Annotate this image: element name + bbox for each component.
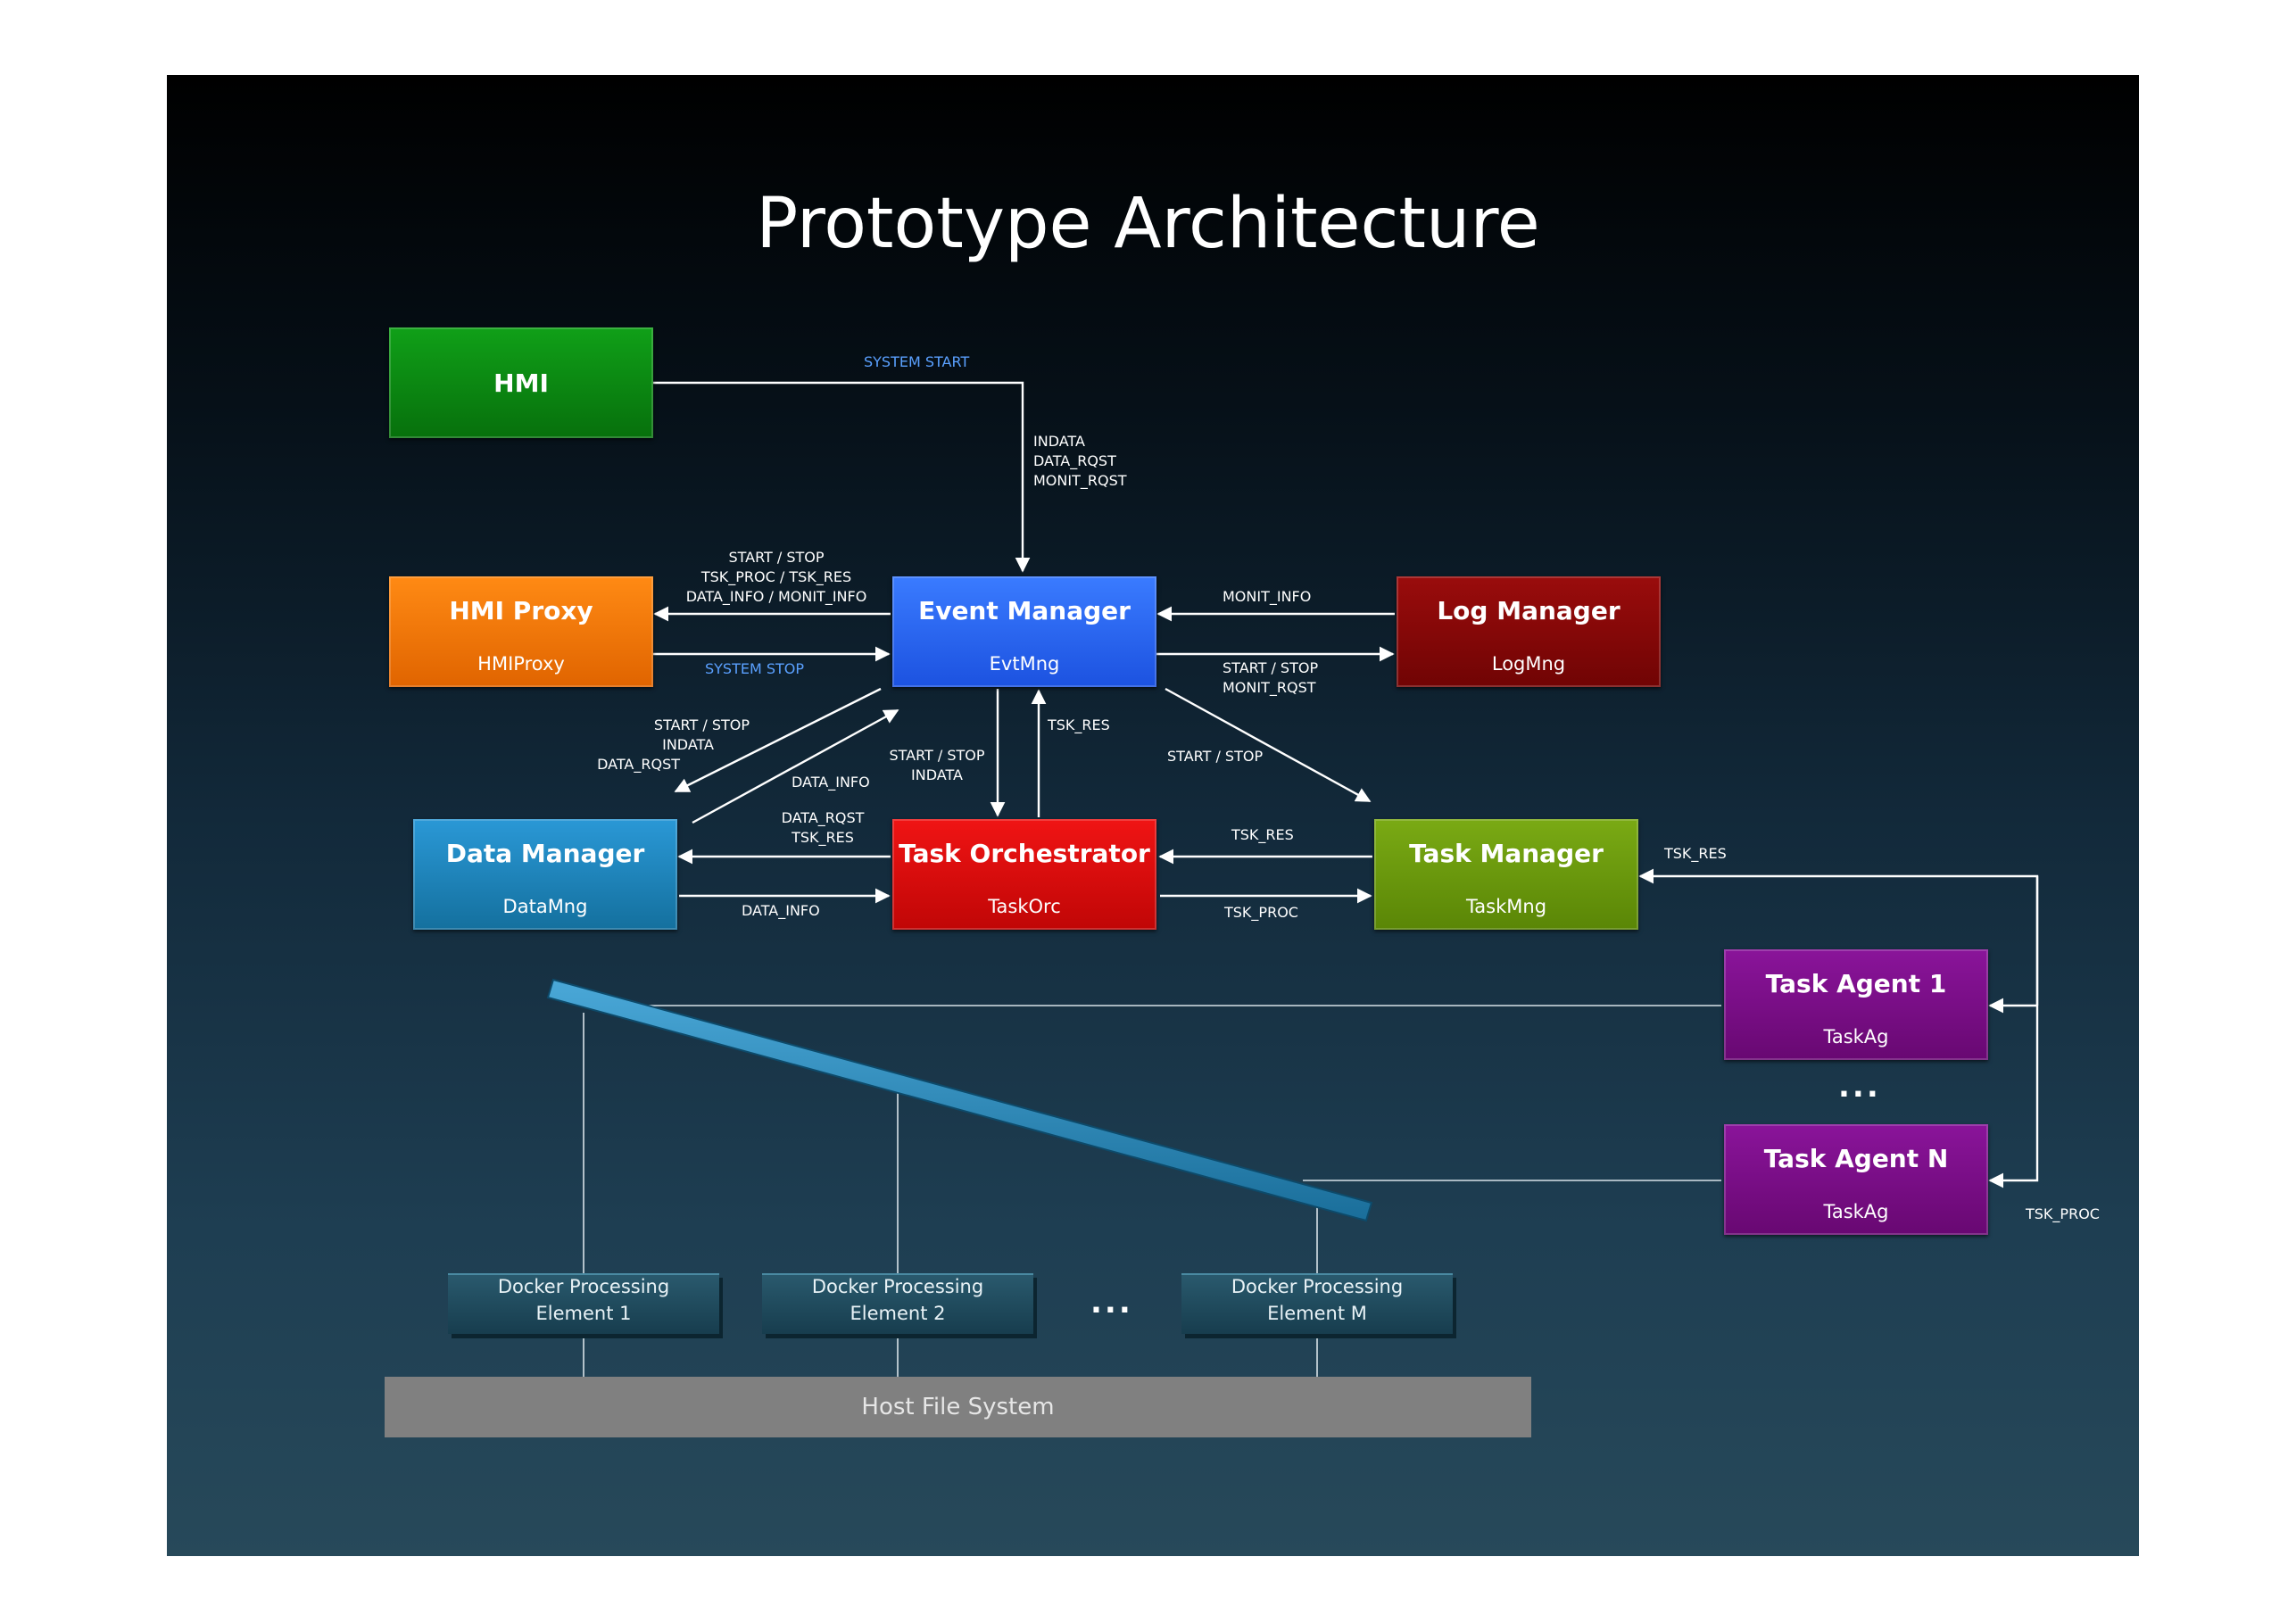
task-agent-n-abbr: TaskAg (1823, 1201, 1889, 1222)
task-orchestrator-box: Task Orchestrator TaskOrc (892, 819, 1156, 930)
task-agent-n-name: Task Agent N (1763, 1144, 1949, 1173)
label-system-stop: SYSTEM STOP (705, 660, 805, 677)
label-orc-to-data-1: DATA_RQST (781, 809, 865, 826)
arrow-data-to-evt (692, 708, 899, 824)
task-manager-box: Task Manager TaskMng (1374, 819, 1638, 930)
event-manager-box: Event Manager EvtMng (892, 576, 1156, 687)
label-to-data-2: INDATA (662, 736, 714, 753)
task-orchestrator-abbr: TaskOrc (988, 896, 1061, 917)
data-manager-abbr: DataMng (502, 896, 588, 917)
label-to-proxy-1: START / STOP (728, 549, 825, 566)
task-agent-1-box: Task Agent 1 TaskAg (1724, 949, 1988, 1060)
label-to-orc-2: INDATA (911, 766, 963, 783)
task-orchestrator-name: Task Orchestrator (899, 839, 1150, 868)
hmi-box: HMI (389, 327, 653, 438)
processing-bus (546, 978, 1373, 1222)
label-to-log-2: MONIT_RQST (1223, 679, 1316, 696)
docker-element-1: Docker Processing Element 1 (448, 1273, 719, 1334)
docker-element-2-line2: Element 2 (850, 1303, 946, 1324)
docker-element-1-line2: Element 1 (535, 1303, 632, 1324)
label-start-stop-tm: START / STOP (1167, 748, 1264, 765)
label-to-proxy-3: DATA_INFO / MONIT_INFO (685, 588, 867, 605)
label-to-data-3: DATA_RQST (597, 756, 680, 773)
label-monit-info: MONIT_INFO (1223, 588, 1312, 605)
arrow-evt-to-data (674, 687, 882, 793)
label-system-start: SYSTEM START (864, 353, 970, 370)
label-to-orc: START / STOP INDATA (883, 746, 991, 785)
label-monit-rqst: MONIT_RQST (1033, 472, 1127, 489)
docker-element-m-line2: Element M (1267, 1303, 1367, 1324)
log-manager-abbr: LogMng (1491, 653, 1566, 675)
data-manager-name: Data Manager (445, 839, 645, 868)
docker-element-2: Docker Processing Element 2 (762, 1273, 1033, 1334)
docker-element-m-line1: Docker Processing (1231, 1276, 1404, 1297)
docker-element-1-line1: Docker Processing (497, 1276, 670, 1297)
arrow-evt-to-tm (1165, 687, 1372, 803)
docker-element-m: Docker Processing Element M (1181, 1273, 1453, 1334)
docker-ellipsis: ... (1090, 1285, 1133, 1321)
label-to-log-1: START / STOP (1223, 659, 1319, 676)
label-to-data-1: START / STOP (653, 716, 750, 733)
docker-element-2-line1: Docker Processing (811, 1276, 984, 1297)
label-to-log: START / STOP MONIT_RQST (1223, 658, 1318, 698)
label-to-orc-1: START / STOP (889, 747, 985, 764)
agents-ellipsis: ... (1838, 1069, 1881, 1105)
hmi-proxy-name: HMI Proxy (449, 596, 593, 625)
label-data-info-orc: DATA_INFO (742, 902, 820, 919)
task-agent-1-abbr: TaskAg (1823, 1026, 1889, 1047)
label-orc-to-data: DATA_RQST TSK_RES (769, 808, 876, 848)
event-manager-name: Event Manager (918, 596, 1131, 625)
event-manager-abbr: EvtMng (989, 653, 1060, 675)
label-data-rqst: DATA_RQST (1033, 452, 1116, 469)
task-manager-abbr: TaskMng (1465, 896, 1547, 917)
label-data-info-up: DATA_INFO (792, 774, 870, 791)
label-to-proxy-2: TSK_PROC / TSK_RES (700, 568, 852, 585)
log-manager-box: Log Manager LogMng (1397, 576, 1661, 687)
label-tsk-proc-agents: TSK_PROC (2026, 1205, 2100, 1222)
label-tsk-res-up: TSK_RES (1048, 716, 1110, 733)
arrow-system-start (653, 381, 1031, 573)
label-tsk-res-agents: TSK_RES (1664, 845, 1727, 862)
host-file-system: Host File System (385, 1377, 1531, 1437)
label-to-data: START / STOP INDATA DATA_RQST (544, 716, 750, 774)
label-tsk-proc-tm: TSK_PROC (1224, 904, 1298, 921)
label-orc-to-data-2: TSK_RES (792, 829, 854, 846)
label-to-proxy: START / STOP TSK_PROC / TSK_RES DATA_INF… (678, 548, 874, 607)
task-agent-n-box: Task Agent N TaskAg (1724, 1124, 1988, 1235)
data-manager-box: Data Manager DataMng (413, 819, 677, 930)
arrow-tm-to-agents (1988, 876, 2039, 1188)
label-tsk-res-tm: TSK_RES (1231, 826, 1294, 843)
page-title: Prototype Architecture (756, 184, 1540, 264)
hmi-name: HMI (493, 368, 549, 398)
hmi-proxy-box: HMI Proxy HMIProxy (389, 576, 653, 687)
task-manager-name: Task Manager (1409, 839, 1604, 868)
label-indata: INDATA (1033, 433, 1085, 450)
hmi-proxy-abbr: HMIProxy (477, 653, 565, 675)
log-manager-name: Log Manager (1437, 596, 1620, 625)
label-indata-group: INDATA DATA_RQST MONIT_RQST (1033, 432, 1127, 491)
task-agent-1-name: Task Agent 1 (1765, 969, 1947, 998)
